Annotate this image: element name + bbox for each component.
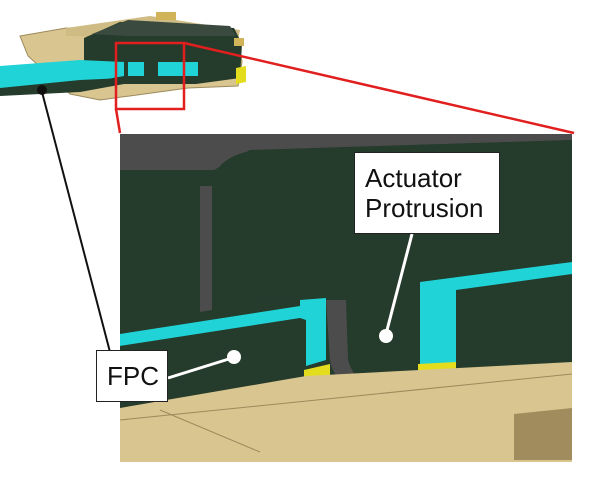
leader-fpc-detail bbox=[167, 356, 233, 380]
actuator-top-gray bbox=[120, 134, 572, 170]
overview-gold-tab bbox=[156, 12, 176, 20]
fpc-overview-dot bbox=[37, 85, 47, 95]
housing-edge-2 bbox=[159, 409, 261, 453]
overview-fpc-dark bbox=[0, 78, 124, 96]
overview-inner-dark bbox=[144, 56, 158, 76]
fpc-cyan-pocket bbox=[420, 282, 458, 364]
housing-tan-block bbox=[514, 408, 572, 460]
zoom-line-left bbox=[114, 108, 122, 134]
fpc-cyan-gap bbox=[300, 298, 326, 366]
fpc-detail-dot bbox=[227, 350, 241, 364]
actuator-label-line1: Actuator bbox=[365, 163, 462, 193]
housing-edge bbox=[120, 373, 572, 421]
overview-yellow bbox=[236, 66, 246, 84]
housing-beige bbox=[120, 362, 572, 462]
overview-inner-slot bbox=[128, 62, 198, 76]
fpc-label: FPC bbox=[96, 350, 168, 402]
zoom-detail-view bbox=[120, 134, 572, 462]
overview-fpc-strip bbox=[0, 60, 124, 90]
actuator-side-gray bbox=[200, 186, 212, 312]
overview-actuator-top bbox=[92, 20, 236, 36]
overview-connector bbox=[0, 12, 246, 111]
zoom-region-box bbox=[114, 41, 186, 111]
overview-gold-tab-right bbox=[234, 38, 244, 46]
zoom-line-top bbox=[183, 41, 575, 135]
leader-fpc-overview bbox=[41, 91, 111, 353]
fpc-top-cyan-left bbox=[120, 306, 312, 346]
leader-actuator bbox=[384, 233, 414, 335]
actuator-dot bbox=[379, 329, 393, 343]
actuator-protrusion-label: Actuator Protrusion bbox=[354, 152, 500, 234]
actuator-protrusion-edge bbox=[326, 300, 388, 390]
fpc-body-right bbox=[456, 274, 572, 364]
actuator-label-line2: Protrusion bbox=[365, 193, 484, 223]
fpc-label-text: FPC bbox=[107, 361, 159, 391]
